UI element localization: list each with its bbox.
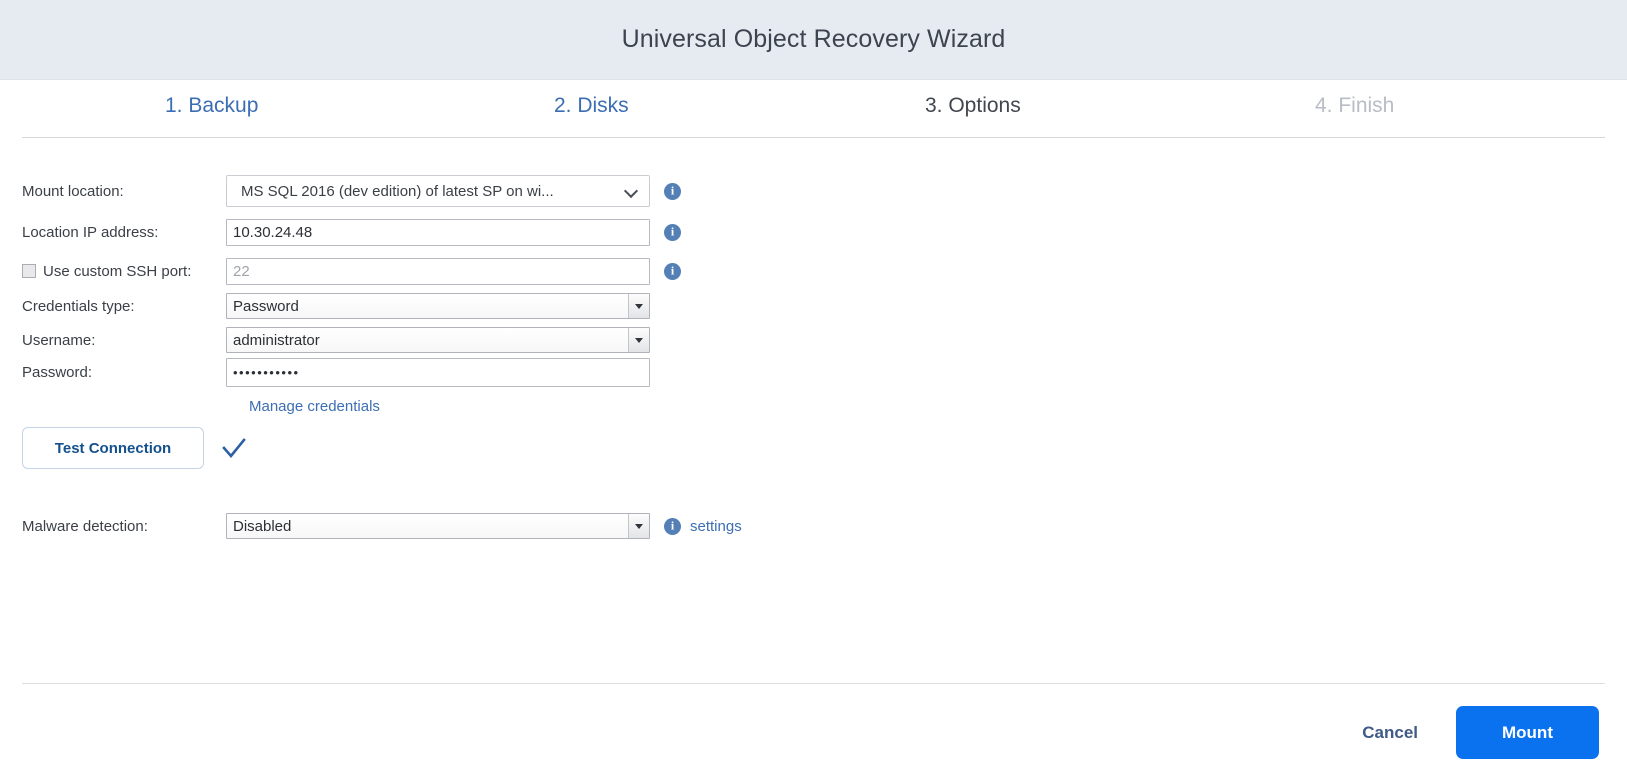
username-label: Username: — [22, 331, 96, 349]
chevron-down-icon — [625, 184, 639, 198]
location-ip-input[interactable]: 10.30.24.48 — [226, 218, 650, 246]
options-form: Mount location: MS SQL 2016 (dev edition… — [0, 137, 1627, 684]
ssh-port-label: Use custom SSH port: — [43, 262, 192, 280]
step-options[interactable]: 3. Options — [925, 94, 1021, 117]
credentials-type-value: Password — [233, 297, 299, 315]
malware-detection-value: Disabled — [233, 517, 292, 535]
step-disks[interactable]: 2. Disks — [554, 94, 629, 117]
info-icon-glyph: i — [670, 263, 675, 278]
password-input[interactable]: ••••••••••• — [226, 357, 650, 387]
malware-settings-link[interactable]: settings — [690, 517, 742, 535]
test-connection-row: Test Connection — [22, 426, 247, 470]
manage-credentials-link[interactable]: Manage credentials — [249, 397, 380, 415]
mount-location-value: MS SQL 2016 (dev edition) of latest SP o… — [241, 182, 554, 200]
password-row: Password: ••••••••••• — [22, 357, 650, 387]
ssh-port-row: Use custom SSH port: 22 i — [22, 256, 681, 286]
username-row: Username: administrator — [22, 325, 650, 355]
info-icon-glyph: i — [670, 183, 675, 198]
chevron-down-icon — [628, 514, 649, 538]
mount-location-row: Mount location: MS SQL 2016 (dev edition… — [22, 175, 681, 207]
info-icon[interactable]: i — [664, 182, 681, 200]
credentials-type-label: Credentials type: — [22, 297, 135, 315]
mount-location-select[interactable]: MS SQL 2016 (dev edition) of latest SP o… — [226, 175, 650, 207]
info-icon-glyph: i — [670, 224, 675, 239]
credentials-type-row: Credentials type: Password — [22, 291, 650, 321]
cancel-button[interactable]: Cancel — [1356, 722, 1424, 744]
manage-credentials-row: Manage credentials — [249, 391, 380, 421]
username-select[interactable]: administrator — [226, 327, 650, 353]
username-value: administrator — [233, 331, 320, 349]
info-icon-glyph: i — [670, 518, 675, 533]
check-icon — [222, 438, 246, 459]
credentials-type-select[interactable]: Password — [226, 293, 650, 319]
info-icon[interactable]: i — [664, 223, 681, 241]
ssh-port-checkbox-group[interactable]: Use custom SSH port: — [22, 263, 226, 280]
malware-detection-row: Malware detection: Disabled i settings — [22, 511, 742, 541]
wizard-header: Universal Object Recovery Wizard — [0, 0, 1627, 80]
ssh-port-input[interactable]: 22 — [226, 257, 650, 285]
location-ip-label: Location IP address: — [22, 223, 159, 241]
wizard-footer: Cancel Mount — [0, 684, 1627, 781]
malware-detection-select[interactable]: Disabled — [226, 513, 650, 539]
info-icon[interactable]: i — [664, 262, 681, 280]
ssh-port-value: 22 — [233, 262, 250, 280]
malware-detection-label: Malware detection: — [22, 517, 148, 535]
location-ip-row: Location IP address: 10.30.24.48 i — [22, 217, 681, 247]
ssh-port-checkbox[interactable] — [22, 264, 36, 278]
step-backup[interactable]: 1. Backup — [165, 94, 259, 117]
mount-button[interactable]: Mount — [1456, 706, 1599, 759]
test-connection-button[interactable]: Test Connection — [22, 427, 204, 469]
location-ip-value: 10.30.24.48 — [233, 223, 313, 241]
page-title: Universal Object Recovery Wizard — [621, 25, 1006, 53]
header-divider — [22, 137, 1605, 138]
footer-divider — [22, 683, 1605, 684]
info-icon[interactable]: i — [664, 517, 681, 535]
step-finish: 4. Finish — [1315, 94, 1395, 117]
password-label: Password: — [22, 363, 93, 381]
password-value: ••••••••••• — [233, 364, 300, 380]
chevron-down-icon — [628, 328, 649, 352]
mount-location-label: Mount location: — [22, 182, 124, 200]
chevron-down-icon — [628, 294, 649, 318]
wizard-step-nav: 1. Backup 2. Disks 3. Options 4. Finish — [0, 80, 1627, 135]
